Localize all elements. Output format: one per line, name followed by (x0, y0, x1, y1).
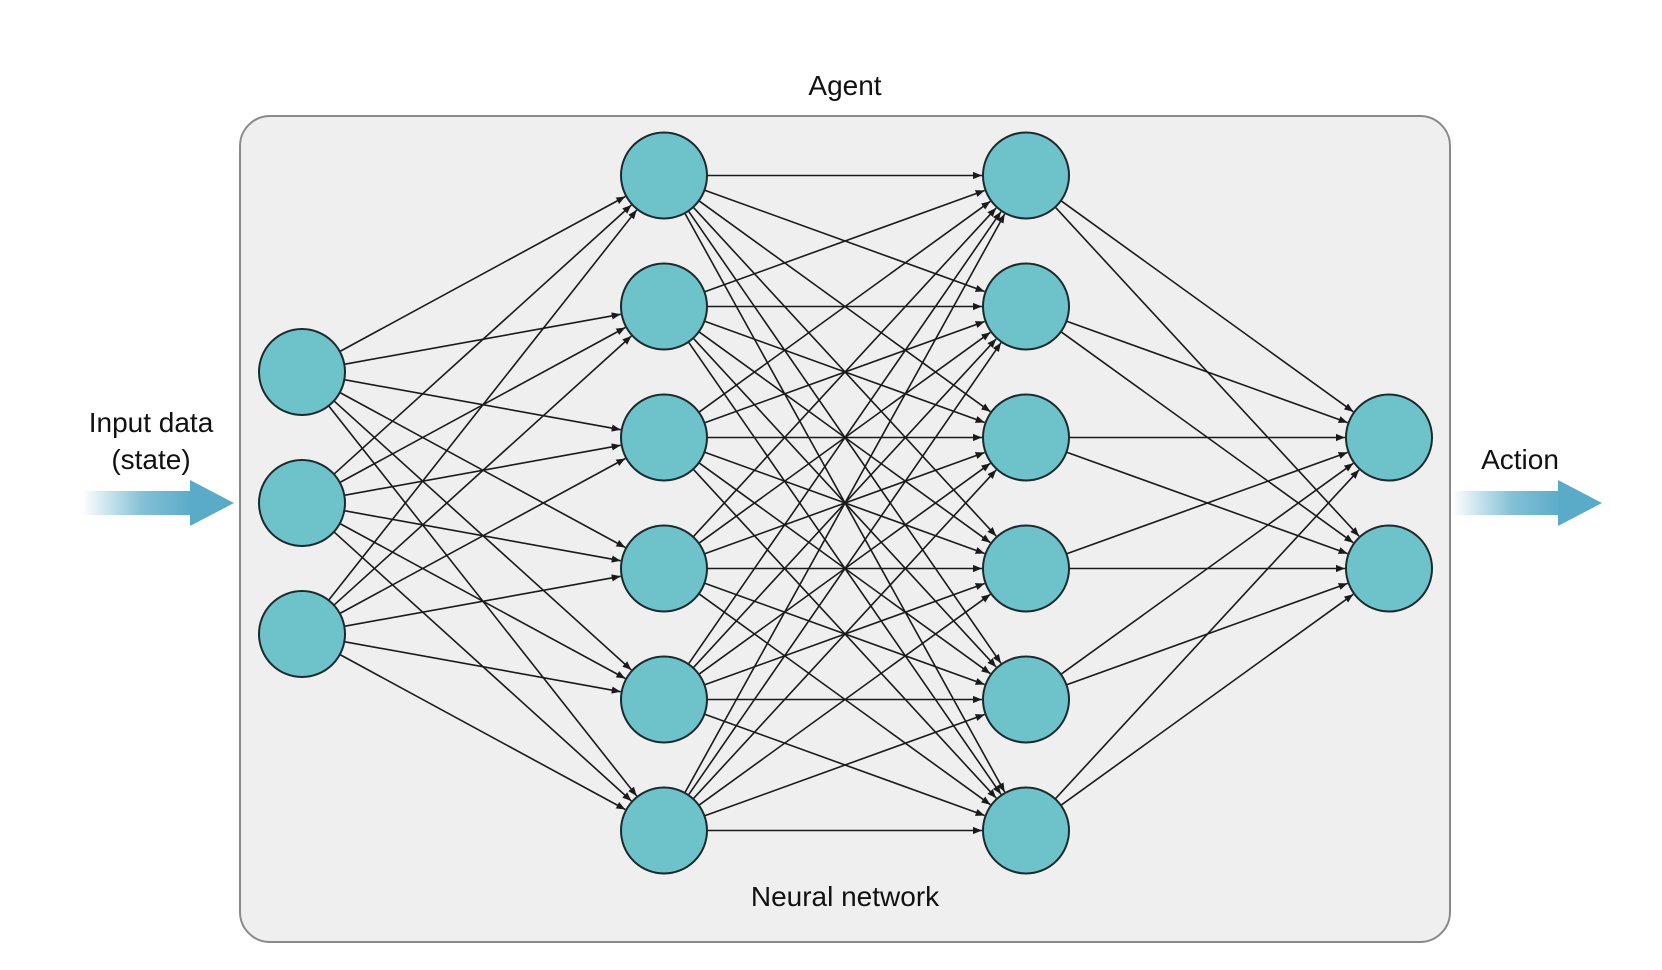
hidden2-node-5 (982, 655, 1070, 744)
hidden1-node-2 (620, 262, 708, 351)
hidden2-node-3 (982, 393, 1070, 482)
hidden1-node-4 (620, 524, 708, 613)
connection-l0-n2-to-l1-n5 (339, 653, 626, 811)
connection-l0-n2-to-l1-n3 (344, 574, 621, 628)
nodes-layer (258, 131, 1433, 875)
connection-l2-n5-to-l3-n0 (1054, 469, 1360, 800)
hidden2-node-6 (982, 786, 1070, 875)
connection-l1-n5-to-l2-n3 (698, 593, 991, 806)
connection-l0-n0-to-l1-n0 (339, 195, 626, 353)
agent-panel (239, 115, 1451, 943)
output-node-1 (1345, 393, 1433, 482)
connection-l2-n1-to-l3-n0 (1066, 320, 1348, 424)
neural-network-caption: Neural network (751, 881, 940, 912)
hidden2-node-1 (982, 131, 1070, 220)
hidden1-node-6 (620, 786, 708, 875)
connection-l1-n5-to-l2-n1 (687, 342, 1002, 796)
output-flow-arrow (1452, 480, 1602, 526)
connection-l1-n4-to-l2-n0 (687, 211, 1002, 665)
action-label: Action (1481, 444, 1559, 475)
connection-l1-n2-to-l2-n0 (698, 200, 991, 413)
connection-l0-n2-to-l1-n4 (344, 640, 621, 694)
agent-title: Agent (808, 70, 881, 101)
connection-l0-n1-to-l1-n0 (333, 204, 632, 475)
hidden2-node-4 (982, 524, 1070, 613)
connection-l1-n5-to-l2-n0 (684, 213, 1006, 794)
input-node-1 (258, 328, 346, 416)
connection-l0-n2-to-l1-n0 (327, 209, 638, 601)
input-label-line2: (state) (111, 444, 190, 475)
input-node-3 (258, 590, 346, 678)
connection-l0-n2-to-l1-n2 (339, 457, 626, 615)
connection-l1-n1-to-l2-n0 (704, 189, 985, 293)
hidden1-node-1 (620, 131, 708, 220)
hidden1-node-5 (620, 655, 708, 744)
output-node-2 (1345, 524, 1433, 613)
connection-l2-n3-to-l3-n0 (1066, 451, 1348, 555)
connection-l1-n5-to-l2-n4 (704, 713, 985, 817)
connection-l2-n0-to-l3-n0 (1060, 200, 1354, 413)
input-flow-arrow (82, 480, 234, 526)
connection-l1-n5-to-l2-n2 (692, 469, 997, 800)
input-node-2 (258, 459, 346, 547)
connection-l2-n5-to-l3-n1 (1060, 593, 1354, 806)
input-label-line1: Input data (89, 407, 214, 438)
hidden1-node-3 (620, 393, 708, 482)
connection-l1-n3-to-l2-n0 (692, 207, 997, 538)
connections-layer (327, 171, 1360, 835)
hidden2-node-2 (982, 262, 1070, 351)
connection-l2-n4-to-l3-n0 (1060, 462, 1354, 675)
connection-l0-n2-to-l1-n1 (333, 335, 632, 606)
